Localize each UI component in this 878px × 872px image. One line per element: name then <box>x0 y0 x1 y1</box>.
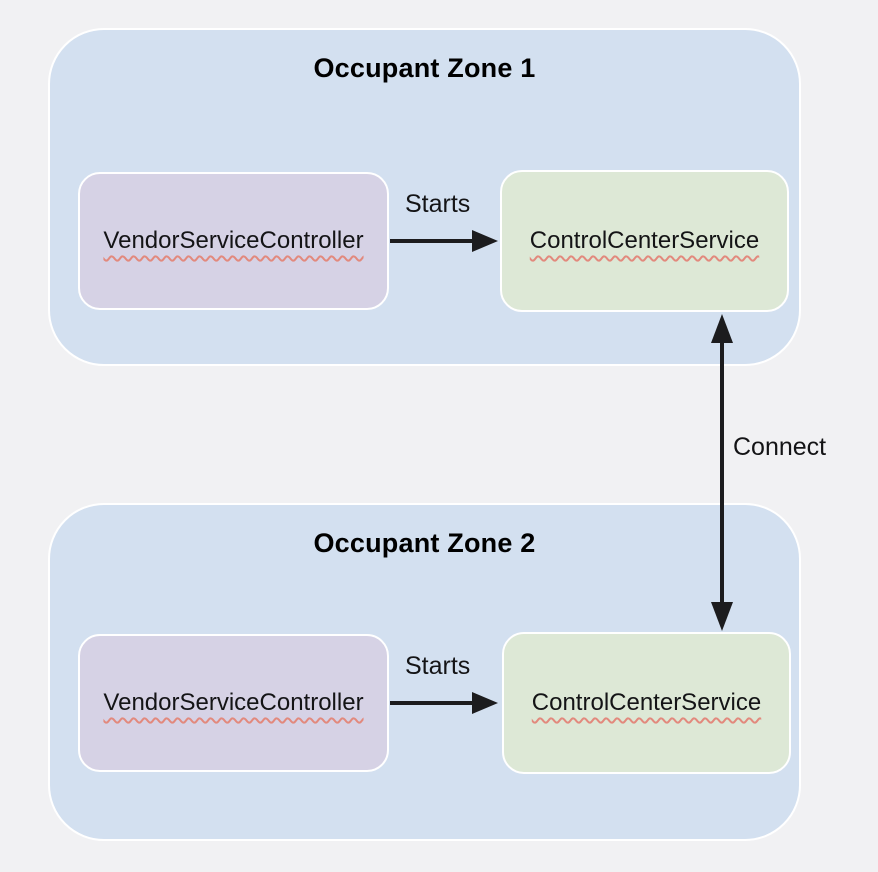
vendor-service-controller-label: VendorServiceController <box>103 227 364 254</box>
occupant-zone-1: Occupant Zone 1 VendorServiceController … <box>48 28 801 366</box>
control-center-service-label: ControlCenterService <box>531 689 762 716</box>
control-center-service-node-zone-2: ControlCenterService <box>502 632 791 774</box>
control-center-service-label: ControlCenterService <box>529 227 760 254</box>
vendor-service-controller-node-zone-2: VendorServiceController <box>78 634 389 772</box>
connect-edge-label: Connect <box>733 433 827 461</box>
starts-edge-label-zone-1: Starts <box>405 190 471 218</box>
occupant-zone-2: Occupant Zone 2 VendorServiceController … <box>48 503 801 841</box>
control-center-service-node-zone-1: ControlCenterService <box>500 170 789 312</box>
occupant-zone-2-title: Occupant Zone 2 <box>313 528 536 558</box>
starts-edge-label-zone-2: Starts <box>405 652 471 680</box>
vendor-service-controller-label: VendorServiceController <box>103 689 364 716</box>
vendor-service-controller-node-zone-1: VendorServiceController <box>78 172 389 310</box>
occupant-zone-1-title: Occupant Zone 1 <box>313 53 536 83</box>
